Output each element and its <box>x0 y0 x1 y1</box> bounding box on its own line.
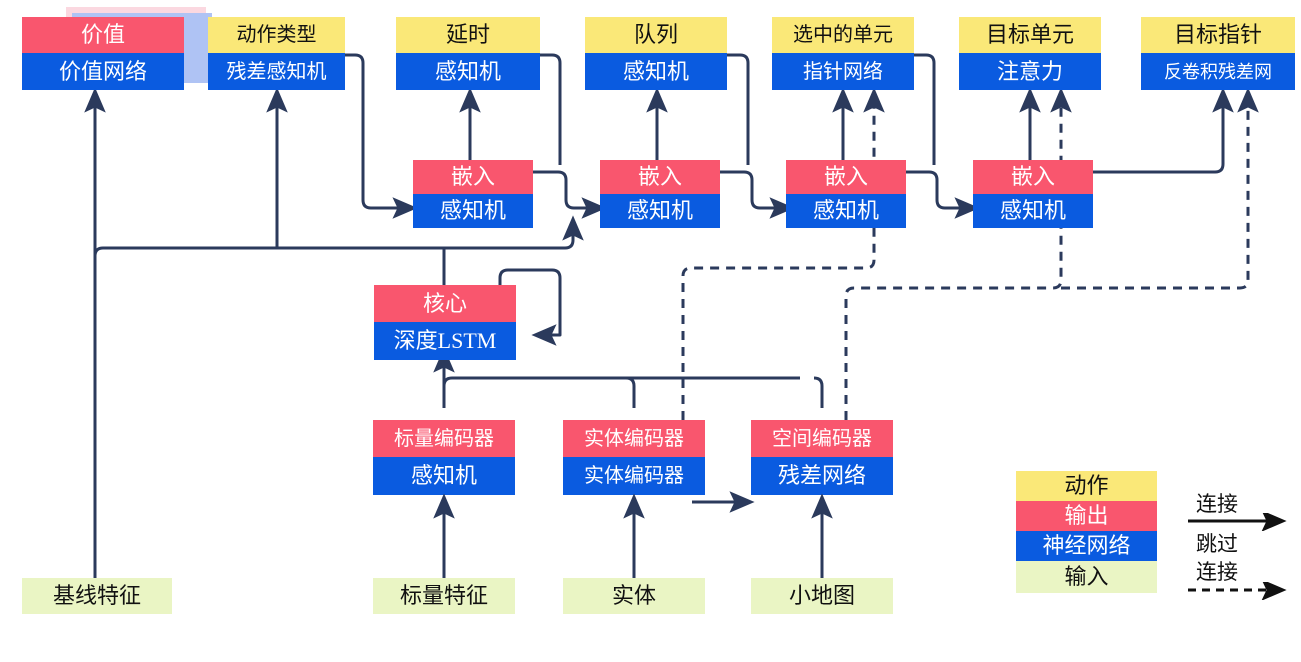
head-selected-units[interactable]: 选中的单元 指针网络 <box>772 17 914 90</box>
wire-embed3-embed4 <box>906 170 980 219</box>
legend-network-swatch: 神经网络 <box>1016 531 1157 561</box>
legend-input-swatch: 输入 <box>1016 561 1157 593</box>
wire-encoder-bus <box>442 376 800 408</box>
head-value-top: 价值 <box>22 17 184 53</box>
core-bottom: 深度LSTM <box>374 322 516 360</box>
scalar-encoder-bottom: 感知机 <box>373 457 515 495</box>
head-target-point-bottom: 反卷积残差网 <box>1141 53 1295 90</box>
embed-1[interactable]: 嵌入 感知机 <box>413 160 533 228</box>
wire-entity-bus <box>625 376 636 408</box>
legend-connection-arrow <box>1188 513 1287 531</box>
embed-4-bottom: 感知机 <box>973 194 1093 228</box>
wire-spatial-bus <box>813 376 824 408</box>
entity-encoder-bottom: 实体编码器 <box>563 457 705 495</box>
head-queued[interactable]: 队列 感知机 <box>585 17 727 90</box>
embed-3-top: 嵌入 <box>786 160 906 194</box>
scalar-encoder-top: 标量编码器 <box>373 420 515 457</box>
spatial-encoder-top: 空间编码器 <box>751 420 893 457</box>
legend-action-swatch: 动作 <box>1016 471 1157 501</box>
legend-connection-label: 连接 <box>1196 492 1238 516</box>
head-delay-top: 延时 <box>396 17 540 53</box>
embed-1-bottom: 感知机 <box>413 194 533 228</box>
wire-embed2-embed3 <box>720 170 795 219</box>
head-value[interactable]: 价值 价值网络 <box>22 17 184 90</box>
embed-3-bottom: 感知机 <box>786 194 906 228</box>
head-target-unit-bottom: 注意力 <box>959 53 1101 90</box>
wire-trunk-embed1 <box>562 215 584 250</box>
head-target-unit[interactable]: 目标单元 注意力 <box>959 17 1101 90</box>
wire-entity-to-spatial <box>692 491 755 513</box>
legend-swatches: 动作 输出 神经网络 输入 <box>1016 471 1157 593</box>
core-top: 核心 <box>374 285 516 322</box>
head-action-type-bottom: 残差感知机 <box>208 53 345 90</box>
embed-4[interactable]: 嵌入 感知机 <box>973 160 1093 228</box>
legend-output-swatch: 输出 <box>1016 501 1157 531</box>
core-block[interactable]: 核心 深度LSTM <box>374 285 516 360</box>
head-value-bottom: 价值网络 <box>22 53 184 90</box>
wire-queued-embed3 <box>727 53 750 165</box>
input-arrow-layer <box>433 494 833 578</box>
skip-entity-selected <box>681 87 885 420</box>
spatial-encoder-bottom: 残差网络 <box>751 457 893 495</box>
legend-skip-label-2: 连接 <box>1196 560 1238 584</box>
head-queued-bottom: 感知机 <box>585 53 727 90</box>
scalar-encoder[interactable]: 标量编码器 感知机 <box>373 420 515 495</box>
wire-selected-embed4 <box>914 53 936 165</box>
embed-2-bottom: 感知机 <box>600 194 720 228</box>
wire-embed1-embed2 <box>533 170 607 219</box>
wire-embed4-target-point <box>1093 87 1234 174</box>
embed-2[interactable]: 嵌入 感知机 <box>600 160 720 228</box>
embed-2-top: 嵌入 <box>600 160 720 194</box>
head-delay-bottom: 感知机 <box>396 53 540 90</box>
head-queued-top: 队列 <box>585 17 727 53</box>
input-entities[interactable]: 实体 <box>563 578 705 614</box>
input-baseline-features[interactable]: 基线特征 <box>22 578 172 614</box>
head-target-point[interactable]: 目标指针 反卷积残差网 <box>1141 17 1295 90</box>
spatial-encoder[interactable]: 空间编码器 残差网络 <box>751 420 893 495</box>
head-action-type[interactable]: 动作类型 残差感知机 <box>208 17 345 90</box>
embed-3[interactable]: 嵌入 感知机 <box>786 160 906 228</box>
legend-skip-arrow <box>1188 582 1287 600</box>
entity-encoder[interactable]: 实体编码器 实体编码器 <box>563 420 705 495</box>
head-action-type-top: 动作类型 <box>208 17 345 53</box>
entity-encoder-top: 实体编码器 <box>563 420 705 457</box>
embed-4-top: 嵌入 <box>973 160 1093 194</box>
embed-1-top: 嵌入 <box>413 160 533 194</box>
head-delay[interactable]: 延时 感知机 <box>396 17 540 90</box>
skip-spatial-target-unit <box>844 87 1072 420</box>
head-target-point-top: 目标指针 <box>1141 17 1295 53</box>
head-selected-units-bottom: 指针网络 <box>772 53 914 90</box>
input-minimap[interactable]: 小地图 <box>751 578 893 614</box>
head-target-unit-top: 目标单元 <box>959 17 1101 53</box>
input-scalar-features[interactable]: 标量特征 <box>373 578 515 614</box>
wire-delay-embed2 <box>540 53 562 165</box>
head-selected-units-top: 选中的单元 <box>772 17 914 53</box>
legend-skip-label-1: 跳过 <box>1196 532 1238 556</box>
